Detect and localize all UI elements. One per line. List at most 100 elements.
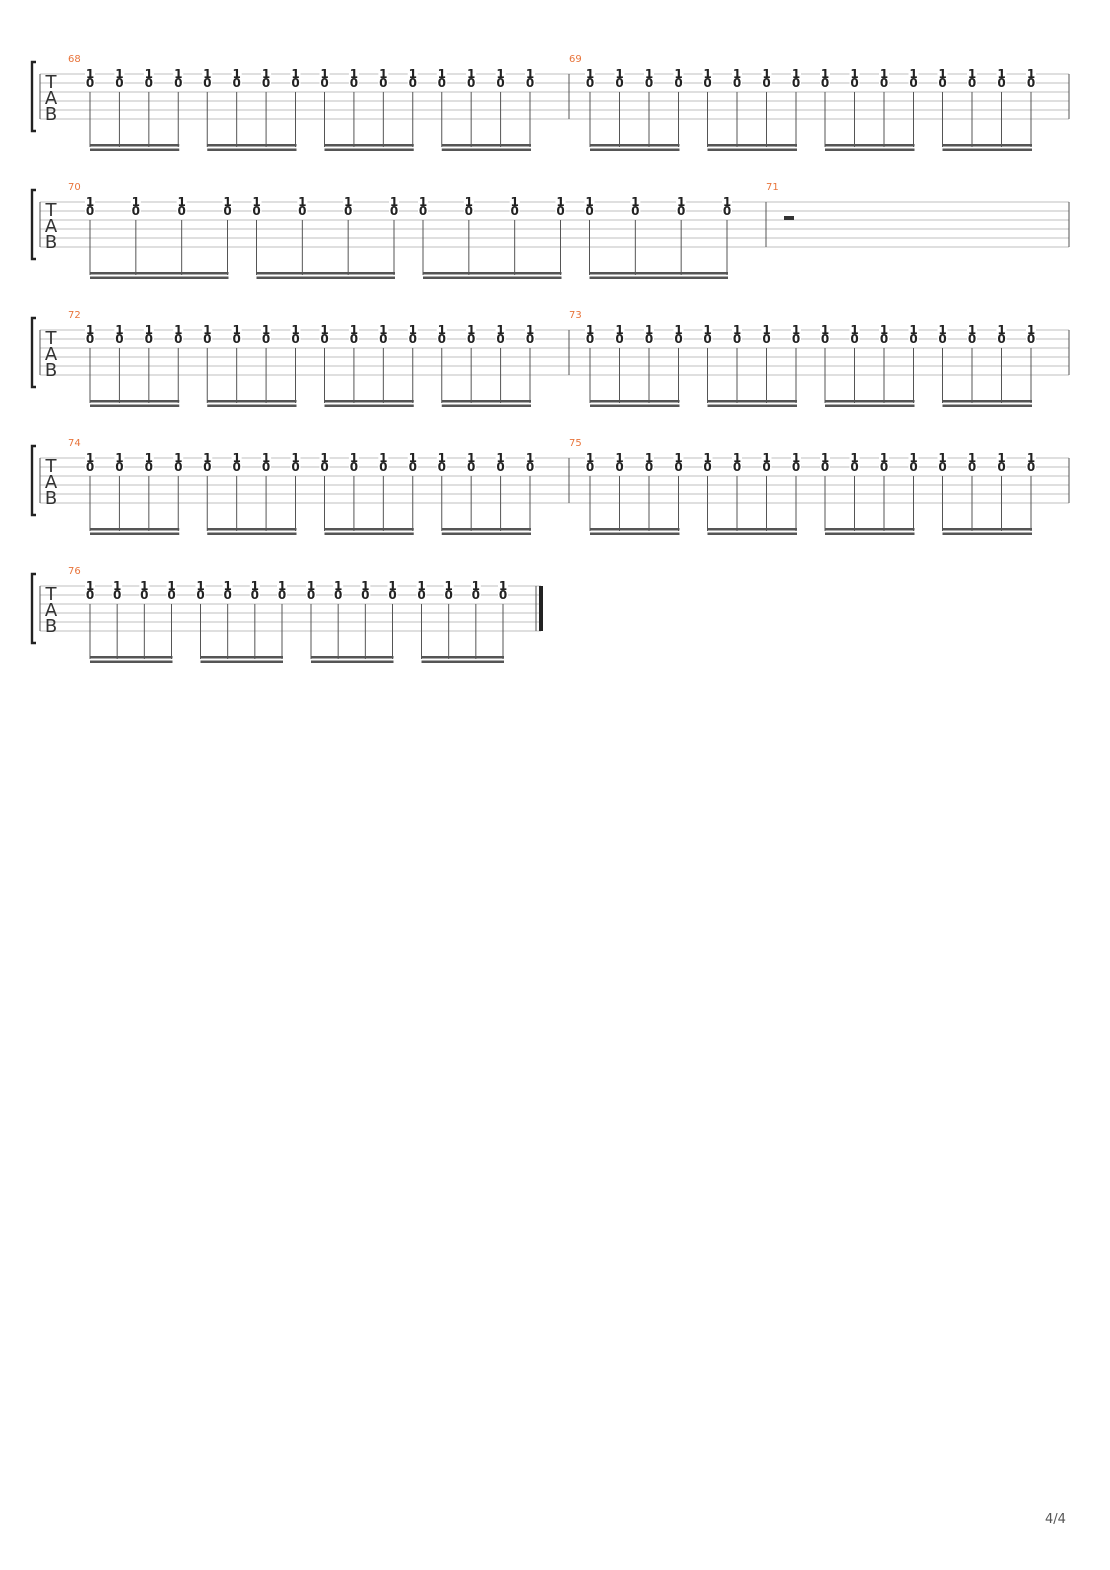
fret-mask [585,69,595,79]
fret-mask [85,453,95,463]
fret-number: 0 [496,76,504,90]
beam-primary [707,400,797,403]
fret-mask [333,581,344,591]
fret-mask [470,590,481,600]
fret-number: 1 [615,67,623,81]
fret-number: 0 [968,76,976,90]
fret-mask [231,334,242,344]
fret-mask [319,325,330,335]
fret-mask [722,197,732,207]
fret-number: 0 [467,460,475,474]
fret-number: 0 [174,332,182,346]
fret-mask [614,69,625,79]
fret-mask [348,78,359,88]
fret-mask [722,206,732,216]
fret-number: 0 [556,204,564,218]
fret-number: 0 [177,204,185,218]
fret-mask [231,69,242,79]
fret-mask [114,325,125,335]
fret-number: 1 [997,451,1005,465]
fret-mask [306,590,316,600]
fret-mask [443,581,454,591]
fret-mask [143,334,154,344]
fret-mask [495,78,506,88]
fret-number: 1 [145,451,153,465]
fret-number: 1 [278,579,286,593]
fret-mask [849,69,860,79]
fret-mask [389,206,399,216]
fret-mask [525,453,535,463]
fret-number: 0 [223,588,231,602]
fret-mask [85,69,95,79]
beam-primary [589,272,728,275]
fret-mask [416,590,427,600]
fret-number: 1 [307,579,315,593]
fret-number: 0 [86,332,94,346]
system-bracket [30,60,36,133]
fret-mask [673,69,684,79]
tab-clef-letter: A [45,88,58,109]
fret-mask [585,462,595,472]
fret-number: 0 [113,588,121,602]
fret-number: 0 [334,588,342,602]
fret-number: 0 [586,460,594,474]
fret-mask [195,590,206,600]
beam-secondary [207,148,297,151]
fret-number: 0 [379,460,387,474]
system-bracket [30,316,36,389]
fret-mask [908,69,919,79]
beam-secondary [441,404,531,407]
fret-mask [290,69,301,79]
fret-number: 0 [997,76,1005,90]
fret-mask [143,78,154,88]
fret-number: 1 [350,323,358,337]
fret-number: 1 [409,451,417,465]
fret-mask [436,334,447,344]
fret-mask [297,197,308,207]
fret-mask [343,197,354,207]
fret-mask [791,453,801,463]
fret-number: 0 [465,204,473,218]
fret-number: 0 [850,76,858,90]
fret-number: 1 [86,323,94,337]
fret-mask [112,590,123,600]
fret-mask [849,78,860,88]
fret-number: 1 [703,67,711,81]
fret-mask [937,334,948,344]
fret-number: 1 [379,67,387,81]
fret-number: 0 [880,76,888,90]
beam-secondary [207,404,297,407]
fret-number: 0 [510,204,518,218]
fret-number: 0 [762,460,770,474]
fret-number: 1 [203,67,211,81]
beam-primary [942,144,1032,147]
fret-number: 0 [733,76,741,90]
fret-mask [644,462,654,472]
fret-number: 0 [232,460,240,474]
fret-mask [702,453,713,463]
fret-number: 1 [409,67,417,81]
fret-number: 0 [938,332,946,346]
fret-number: 1 [821,323,829,337]
fret-number: 1 [86,195,94,209]
fret-mask [1026,462,1036,472]
fret-number: 0 [390,204,398,218]
fret-mask [443,590,454,600]
fret-number: 0 [203,76,211,90]
fret-number: 1 [438,323,446,337]
fret-mask [466,78,477,88]
fret-mask [231,453,242,463]
fret-number: 0 [115,332,123,346]
fret-number: 1 [350,67,358,81]
fret-mask [644,69,654,79]
beam-primary [324,528,414,531]
beam-secondary [90,148,180,151]
fret-number: 1 [1027,323,1035,337]
beam-secondary [200,660,283,663]
beam-secondary [423,276,562,279]
fret-mask [261,325,272,335]
fret-number: 0 [115,460,123,474]
fret-mask [614,462,625,472]
fret-number: 1 [251,579,259,593]
fret-number: 1 [438,67,446,81]
